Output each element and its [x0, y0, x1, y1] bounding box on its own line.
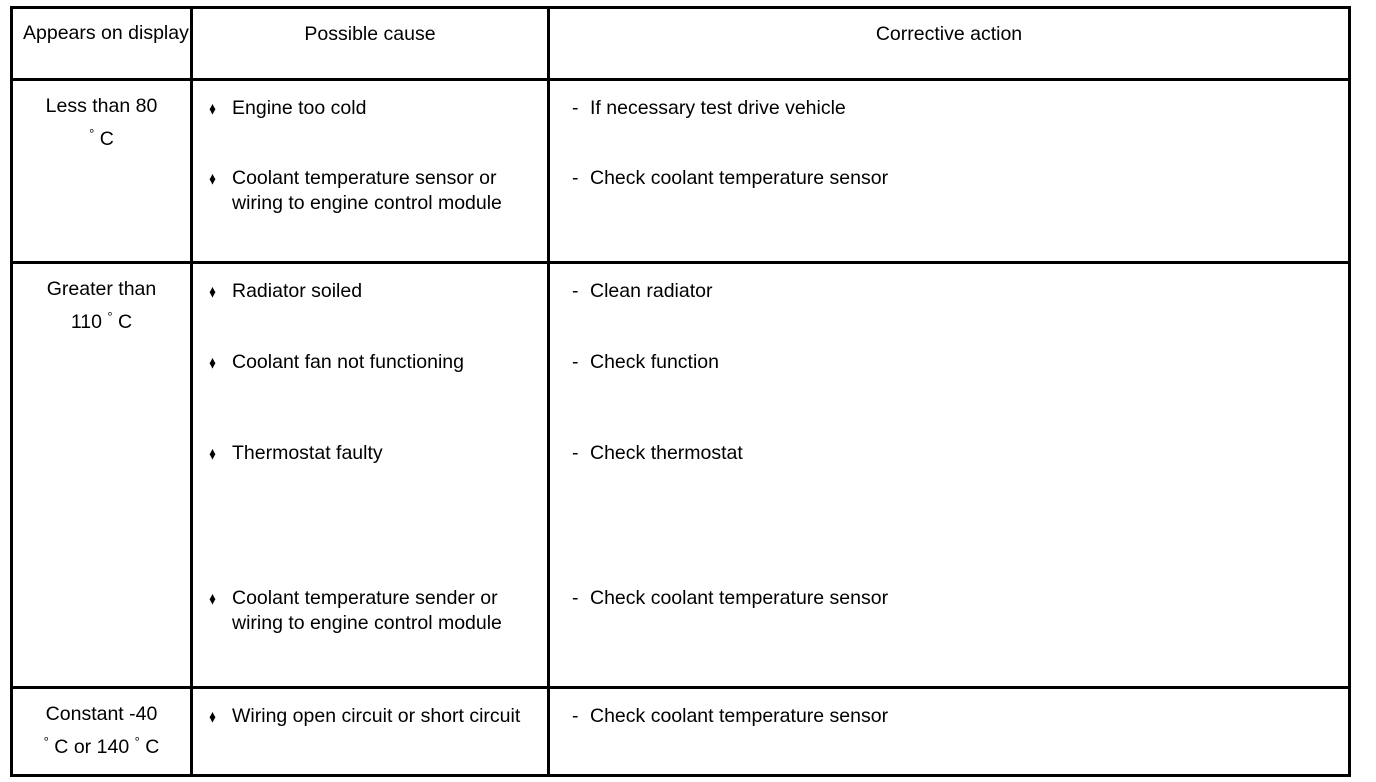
column-header-action: Corrective action — [547, 6, 1351, 81]
corrective-action-list-wrap: - Clean radiator - Check function - — [550, 264, 1348, 621]
diamond-bullet-icon: ♦ — [209, 706, 216, 727]
dash-icon: - — [572, 167, 579, 189]
cause-list-item: ♦ Coolant fan not functioning — [205, 350, 539, 375]
action-text: Clean radiator — [590, 280, 713, 302]
action-text: Check function — [590, 351, 719, 373]
display-condition-line: Greater than — [46, 278, 157, 300]
list-spacer — [572, 466, 1338, 586]
diagnostic-table: Appears on display Possible cause Correc… — [10, 6, 1351, 777]
action-list: - If necessary test drive vehicle - Chec… — [572, 96, 1338, 191]
diamond-bullet-icon: ♦ — [209, 168, 216, 189]
action-list-item: - Check function — [572, 350, 1338, 375]
cause-list-item: ♦ Thermostat faulty — [205, 441, 539, 466]
action-text: Check thermostat — [590, 442, 743, 464]
degree-symbol: ° — [134, 734, 140, 749]
dash-icon: - — [572, 442, 579, 464]
cause-text: Wiring open circuit or short circuit — [232, 705, 521, 727]
degree-symbol: ° — [43, 734, 49, 749]
diamond-bullet-icon: ♦ — [209, 98, 216, 119]
dash-icon: - — [572, 351, 579, 373]
corrective-action-cell: - Check coolant temperature sensor — [547, 686, 1351, 777]
diamond-bullet-icon: ♦ — [209, 352, 216, 373]
action-text: If necessary test drive vehicle — [590, 97, 846, 119]
cause-list: ♦ Radiator soiled ♦ Coolant fan not func… — [205, 279, 539, 636]
table-body: Less than 80 ° C ♦ Engine too cold — [10, 78, 1351, 777]
possible-cause-cell: ♦ Engine too cold ♦ Coolant temperature … — [190, 78, 550, 264]
corrective-action-list-wrap: - Check coolant temperature sensor — [550, 689, 1348, 739]
action-list: - Clean radiator - Check function - — [572, 279, 1338, 611]
list-spacer — [572, 304, 1338, 350]
display-condition-line: Constant -40 — [45, 703, 158, 725]
display-condition-line: ° C or 140 ° C — [43, 734, 160, 758]
diamond-bullet-icon: ♦ — [209, 443, 216, 464]
dash-icon: - — [572, 587, 579, 609]
column-header-cause: Possible cause — [190, 6, 550, 81]
header-row: Appears on display Possible cause Correc… — [10, 6, 1351, 81]
action-list-item: - Check coolant temperature sensor — [572, 166, 1338, 191]
cause-text: Radiator soiled — [232, 280, 363, 302]
dash-icon: - — [572, 705, 579, 727]
possible-cause-cell: ♦ Radiator soiled ♦ Coolant fan not func… — [190, 261, 550, 689]
degree-symbol: ° — [89, 126, 95, 141]
cause-list-item: ♦ Coolant temperature sender or wiring t… — [205, 586, 539, 636]
cause-text: Coolant temperature sensor or wiring to … — [232, 167, 502, 214]
column-header-display: Appears on display — [10, 6, 193, 81]
action-text: Check coolant temperature sensor — [590, 587, 889, 609]
action-list-item: - Check thermostat — [572, 441, 1338, 466]
dash-icon: - — [572, 280, 579, 302]
table-header: Appears on display Possible cause Correc… — [10, 6, 1351, 81]
display-condition-value: Constant -40 ° C or 140 ° C — [13, 689, 190, 761]
column-header-action-text: Corrective action — [875, 23, 1023, 45]
cause-text: Coolant temperature sender or wiring to … — [232, 587, 502, 634]
cause-text: Engine too cold — [232, 97, 367, 119]
action-list: - Check coolant temperature sensor — [572, 704, 1338, 729]
possible-cause-list-wrap: ♦ Wiring open circuit or short circuit — [193, 689, 547, 739]
display-condition-line: Less than 80 — [45, 95, 158, 117]
possible-cause-list-wrap: ♦ Engine too cold ♦ Coolant temperature … — [193, 81, 547, 226]
list-spacer — [205, 121, 539, 166]
action-text: Check coolant temperature sensor — [590, 705, 889, 727]
corrective-action-list-wrap: - If necessary test drive vehicle - Chec… — [550, 81, 1348, 201]
cause-list-item: ♦ Coolant temperature sensor or wiring t… — [205, 166, 539, 216]
list-spacer — [205, 304, 539, 350]
table-row: Constant -40 ° C or 140 ° C ♦ Wiring ope… — [10, 686, 1351, 777]
list-spacer — [572, 375, 1338, 441]
list-spacer — [205, 466, 539, 586]
action-text: Check coolant temperature sensor — [590, 167, 889, 189]
diamond-bullet-icon: ♦ — [209, 281, 216, 302]
possible-cause-cell: ♦ Wiring open circuit or short circuit — [190, 686, 550, 777]
action-list-item: - If necessary test drive vehicle — [572, 96, 1338, 121]
display-condition-value: Greater than 110 ° C — [13, 264, 190, 336]
column-header-cause-text: Possible cause — [304, 23, 436, 45]
list-spacer — [205, 375, 539, 441]
display-condition-cell: Greater than 110 ° C — [10, 261, 193, 689]
table-row: Less than 80 ° C ♦ Engine too cold — [10, 78, 1351, 264]
corrective-action-cell: - Clean radiator - Check function - — [547, 261, 1351, 689]
list-spacer — [572, 121, 1338, 166]
cause-list: ♦ Engine too cold ♦ Coolant temperature … — [205, 96, 539, 216]
cause-list-item: ♦ Wiring open circuit or short circuit — [205, 704, 539, 729]
display-condition-line: ° C — [89, 126, 114, 150]
cause-list: ♦ Wiring open circuit or short circuit — [205, 704, 539, 729]
action-list-item: - Check coolant temperature sensor — [572, 704, 1338, 729]
display-condition-line: 110 ° C — [70, 309, 133, 333]
cause-list-item: ♦ Engine too cold — [205, 96, 539, 121]
display-condition-value: Less than 80 ° C — [13, 81, 190, 153]
possible-cause-list-wrap: ♦ Radiator soiled ♦ Coolant fan not func… — [193, 264, 547, 646]
corrective-action-cell: - If necessary test drive vehicle - Chec… — [547, 78, 1351, 264]
display-condition-cell: Less than 80 ° C — [10, 78, 193, 264]
display-condition-cell: Constant -40 ° C or 140 ° C — [10, 686, 193, 777]
cause-text: Thermostat faulty — [232, 442, 383, 464]
dash-icon: - — [572, 97, 579, 119]
diamond-bullet-icon: ♦ — [209, 588, 216, 609]
table-row: Greater than 110 ° C ♦ Radiator soiled — [10, 261, 1351, 689]
action-list-item: - Clean radiator — [572, 279, 1338, 304]
action-list-item: - Check coolant temperature sensor — [572, 586, 1338, 611]
cause-text: Coolant fan not functioning — [232, 351, 465, 373]
column-header-display-text: Appears on display — [23, 22, 189, 44]
degree-symbol: ° — [107, 309, 113, 324]
cause-list-item: ♦ Radiator soiled — [205, 279, 539, 304]
